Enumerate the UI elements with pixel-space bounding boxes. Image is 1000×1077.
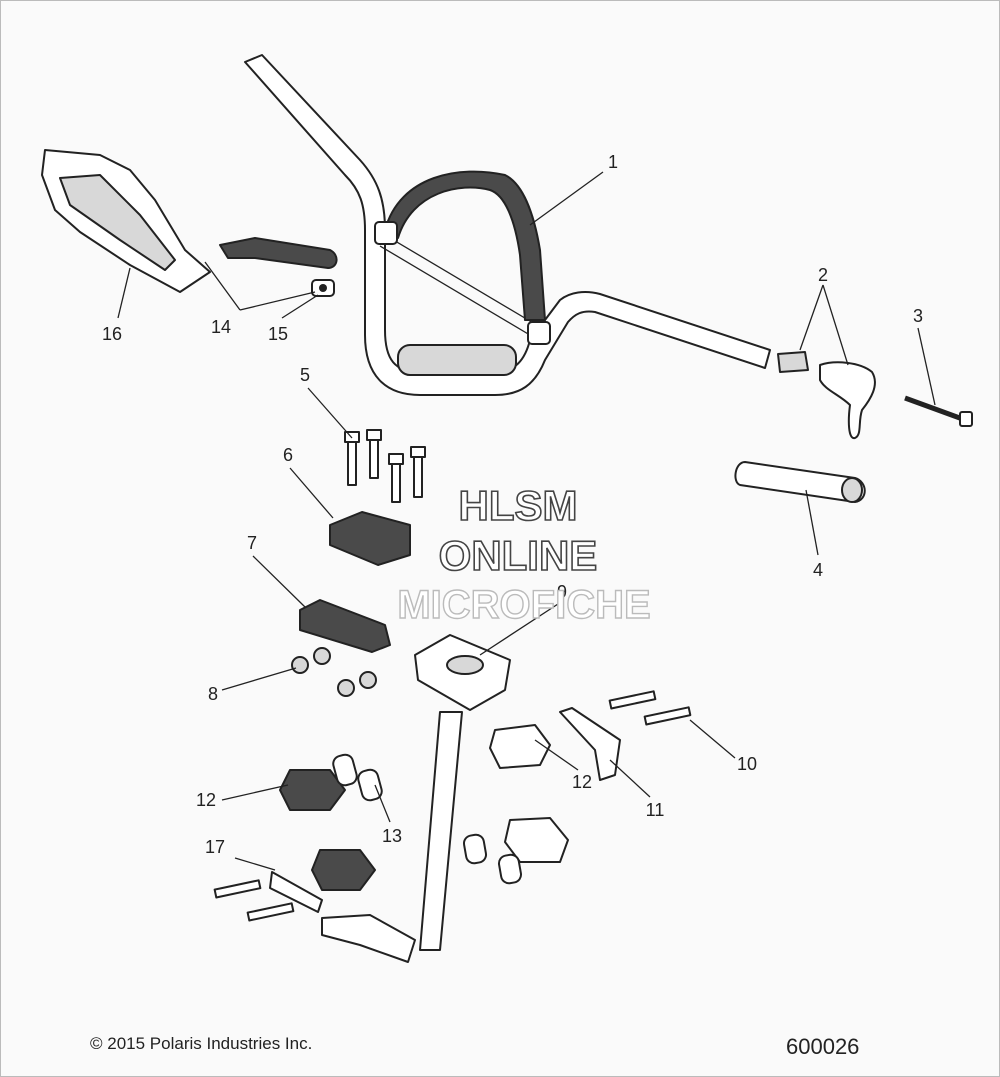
callout-4: 4 (813, 560, 823, 580)
callout-5: 5 (300, 365, 310, 385)
callout-labels: 1 2 3 4 5 6 7 8 9 10 11 12 12 13 14 15 1… (102, 152, 923, 857)
riser-base (299, 599, 391, 653)
long-bolt (904, 395, 973, 427)
callout-12-left: 12 (196, 790, 216, 810)
callout-17: 17 (205, 837, 225, 857)
watermark-line3: MICROFICHE (397, 583, 650, 627)
steering-post (321, 634, 511, 963)
callout-3: 3 (913, 306, 923, 326)
callout-1: 1 (608, 152, 618, 172)
callout-6: 6 (283, 445, 293, 465)
callout-16: 16 (102, 324, 122, 344)
callout-11: 11 (646, 800, 665, 820)
callout-7: 7 (247, 533, 257, 553)
nuts (291, 647, 377, 697)
mount-bolts (608, 690, 692, 726)
watermark-line1: HLSM (459, 482, 578, 529)
callout-2: 2 (818, 265, 828, 285)
throttle-lever (777, 351, 876, 440)
watermark-line2: ONLINE (439, 532, 598, 579)
riser-bolts (344, 429, 426, 503)
callout-9: 9 (557, 582, 567, 602)
copyright-notice: © 2015 Polaris Industries Inc. (90, 1034, 312, 1054)
callout-12-right: 12 (572, 772, 592, 792)
callout-10: 10 (737, 754, 757, 774)
callout-8: 8 (208, 684, 218, 704)
copyright-text: 2015 Polaris Industries Inc. (107, 1034, 313, 1053)
copyright-symbol: © (90, 1034, 103, 1053)
mirror (41, 149, 211, 293)
lower-clamps (279, 724, 569, 891)
callout-14: 14 (211, 317, 231, 337)
lever-clamp (311, 279, 335, 297)
grip-sleeve (734, 461, 866, 503)
watermark: HLSM ONLINE MICROFICHE (397, 481, 652, 628)
diagram-id: 600026 (786, 1034, 860, 1059)
handlebar (244, 54, 771, 396)
callout-15: 15 (268, 324, 288, 344)
plate-bolts (213, 871, 323, 922)
callout-13: 13 (382, 826, 402, 846)
bracket (559, 707, 621, 781)
upper-clamp (329, 511, 411, 566)
brake-lever (219, 237, 338, 269)
leader-lines (117, 171, 936, 871)
